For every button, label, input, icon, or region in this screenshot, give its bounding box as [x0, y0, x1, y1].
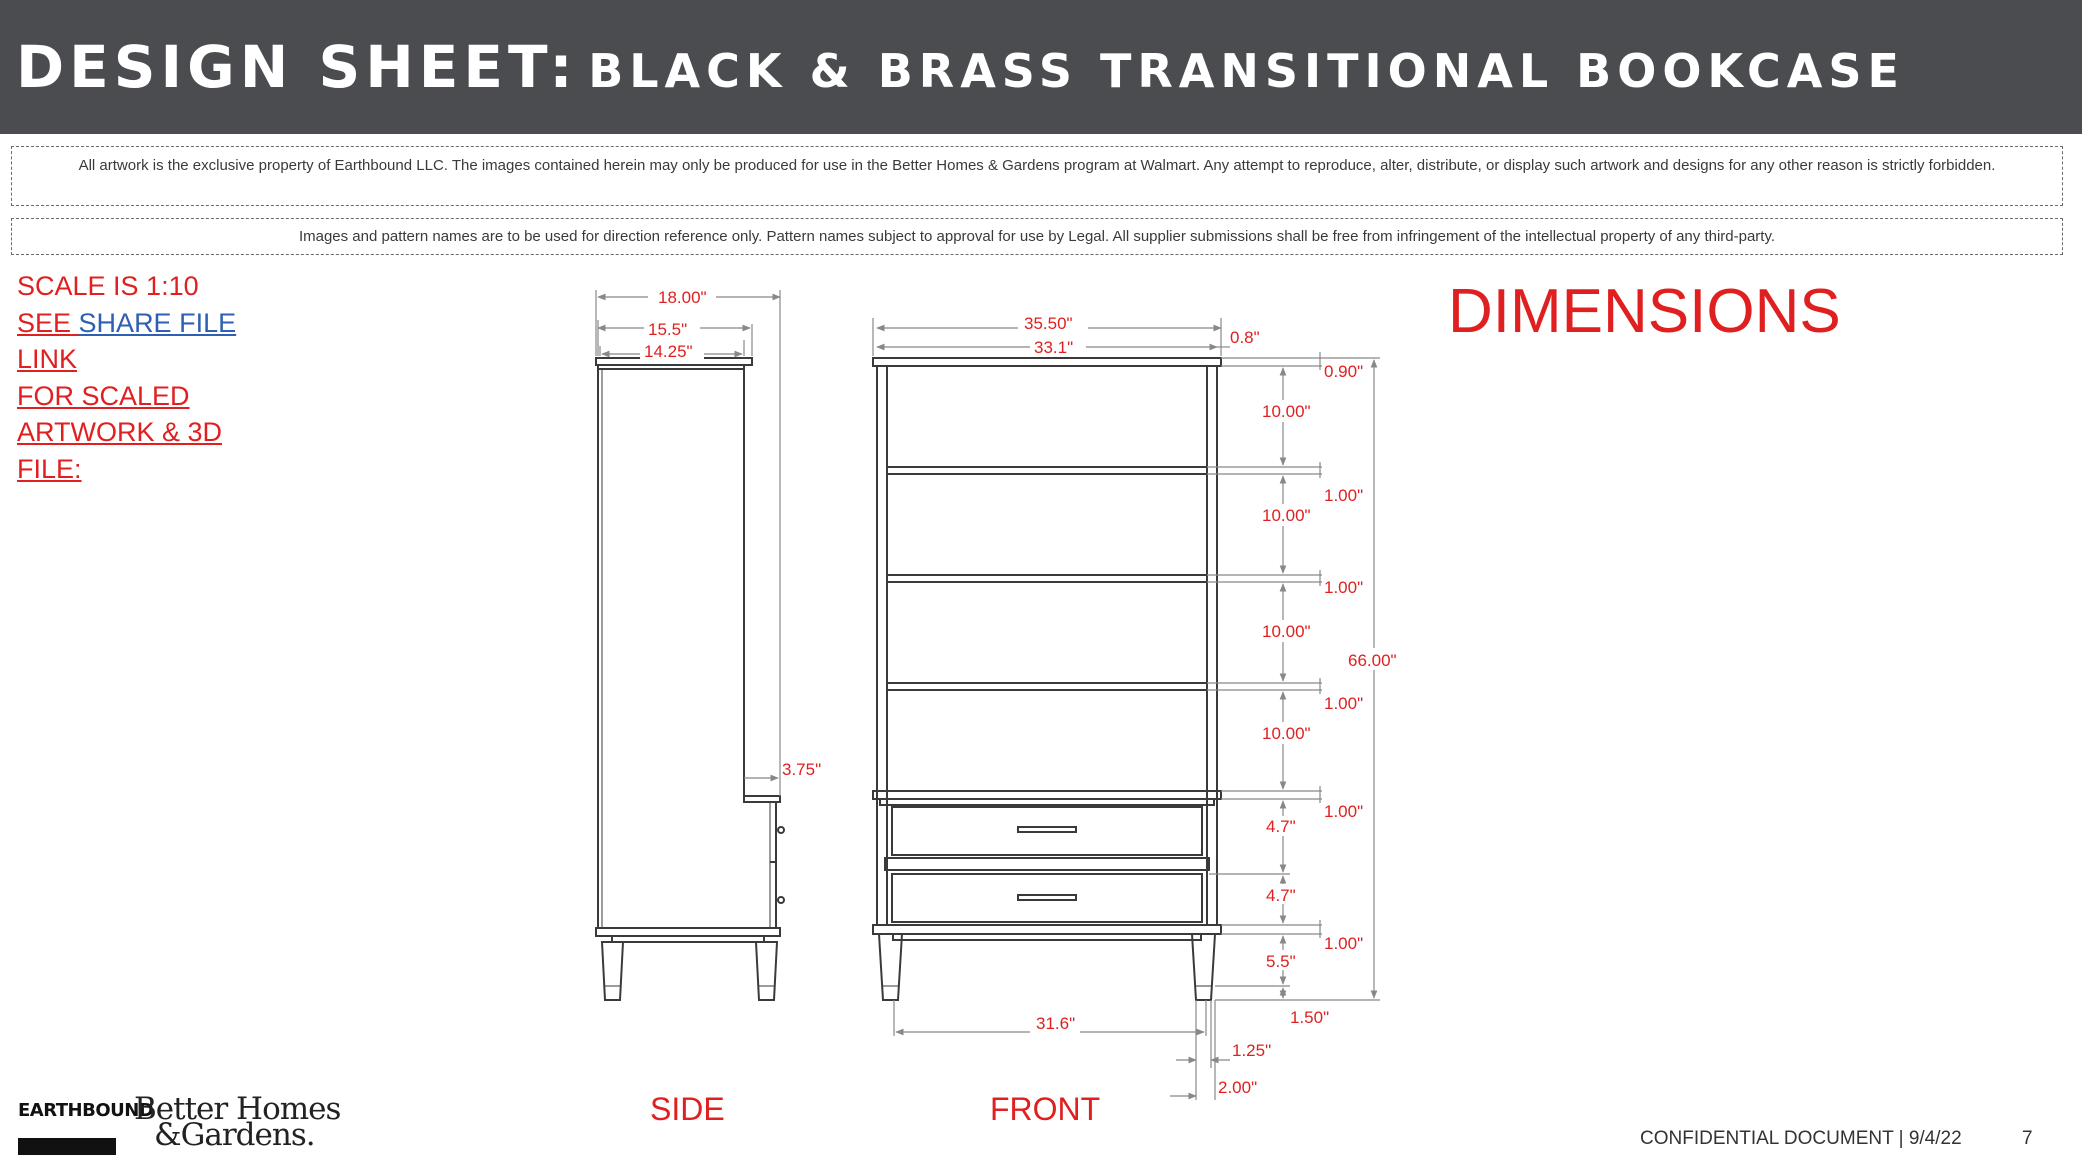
dim-drawer-offset: 3.75" — [782, 760, 821, 779]
dim-shelf-gap-4: 10.00" — [1262, 724, 1311, 743]
dim-top-overhang: 0.8" — [1230, 328, 1260, 347]
bhg-logo-line1: Better Homes — [134, 1091, 341, 1127]
see-text: SEE — [17, 307, 72, 338]
dim-shelf-gap-1: 10.00" — [1262, 402, 1311, 421]
front-apron — [892, 933, 1202, 941]
front-dim-labels: 35.50" 33.1" 0.8" 0.90" 10.00" 1.00" 10.… — [1018, 312, 1404, 1097]
bhg-logo: Better Homes &Gardens. — [134, 1091, 341, 1153]
title-product: BLACK & BRASS TRANSITIONAL BOOKCASE — [588, 44, 1905, 98]
dim-overall-width: 35.50" — [1024, 314, 1073, 333]
dim-leg-width: 1.25" — [1232, 1041, 1271, 1060]
front-shelf — [886, 574, 1208, 583]
dim-shelf-thk-3: 1.00" — [1324, 694, 1363, 713]
scale-note: SCALE IS 1:10 SEE SHARE FILE LINK FOR SC… — [17, 268, 236, 487]
dim-base-thk: 1.00" — [1324, 934, 1363, 953]
front-drawer-top — [872, 790, 1222, 800]
front-view-label: FRONT — [990, 1091, 1100, 1127]
dim-drawer-1: 4.7" — [1266, 817, 1296, 836]
link-line: LINK — [17, 344, 78, 374]
side-drawer-knob — [777, 896, 785, 904]
dim-shelf-gap-2: 10.00" — [1262, 506, 1311, 525]
front-shelf — [886, 466, 1208, 475]
artwork-3d-line: ARTWORK & 3D — [17, 417, 223, 447]
dim-leg-top-width: 2.00" — [1218, 1078, 1257, 1097]
scale-line: SCALE IS 1:10 — [17, 271, 199, 301]
bhg-logo-line2: &Gardens. — [154, 1117, 316, 1153]
dim-body-depth: 14.25" — [644, 342, 693, 361]
dim-top-width: 33.1" — [1034, 338, 1073, 357]
dimensions-title: DIMENSIONS — [1448, 277, 1841, 346]
front-view-drawing — [872, 357, 1222, 1001]
see-line: SEE SHARE FILE — [17, 305, 236, 342]
front-drawer-2 — [891, 873, 1203, 923]
dim-leg-height: 5.5" — [1266, 952, 1296, 971]
front-shelf — [886, 682, 1208, 691]
reference-notice: Images and pattern names are to be used … — [11, 218, 2063, 255]
side-leg — [754, 941, 779, 1001]
dim-leg-span: 31.6" — [1036, 1014, 1075, 1033]
front-base — [872, 924, 1222, 935]
side-view-drawing — [595, 357, 785, 1001]
front-top — [872, 357, 1222, 367]
side-view-label: SIDE — [650, 1091, 725, 1127]
file-line: FILE: — [17, 453, 82, 484]
copyright-notice: All artwork is the exclusive property of… — [11, 146, 2063, 206]
side-drawer-top — [743, 795, 781, 803]
dim-shelf-thk-4: 1.00" — [1324, 802, 1363, 821]
drawer-pull — [1017, 894, 1077, 901]
drawer-pull — [1017, 826, 1077, 833]
title-main: DESIGN SHEET: — [16, 33, 578, 101]
front-leg — [877, 933, 904, 1001]
header-bar: DESIGN SHEET: BLACK & BRASS TRANSITIONAL… — [0, 0, 2082, 134]
side-base — [595, 927, 781, 937]
for-scaled-line: FOR SCALED — [17, 380, 190, 411]
side-dim-labels: 18.00" 15.5" 14.25" 3.75" — [640, 284, 821, 779]
dim-overall-height: 66.00" — [1348, 651, 1397, 670]
side-leg — [600, 941, 625, 1001]
share-file-link[interactable]: SHARE FILE — [78, 307, 237, 338]
dim-leg-foot: 1.50" — [1290, 1008, 1329, 1027]
side-apron — [611, 935, 765, 943]
confidential-footer: CONFIDENTIAL DOCUMENT | 9/4/22 — [1640, 1128, 1962, 1149]
dim-shelf-thk-1: 1.00" — [1324, 486, 1363, 505]
page-title: DESIGN SHEET: BLACK & BRASS TRANSITIONAL… — [16, 22, 1905, 127]
dim-top-thickness: 0.90" — [1324, 362, 1363, 381]
dim-shelf-thk-2: 1.00" — [1324, 578, 1363, 597]
dim-top-depth: 15.5" — [648, 320, 687, 339]
dim-overall-depth: 18.00" — [658, 288, 707, 307]
front-drawer-1 — [891, 806, 1203, 856]
earthbound-logo: EARTHBOUND — [18, 1100, 154, 1121]
side-top-molding — [597, 364, 745, 370]
dim-drawer-2: 4.7" — [1266, 886, 1296, 905]
side-drawer-knob — [777, 826, 785, 834]
earthbound-logo-bar — [18, 1138, 116, 1155]
page-number: 7 — [2022, 1128, 2033, 1149]
front-leg — [1190, 933, 1217, 1001]
dim-shelf-gap-3: 10.00" — [1262, 622, 1311, 641]
